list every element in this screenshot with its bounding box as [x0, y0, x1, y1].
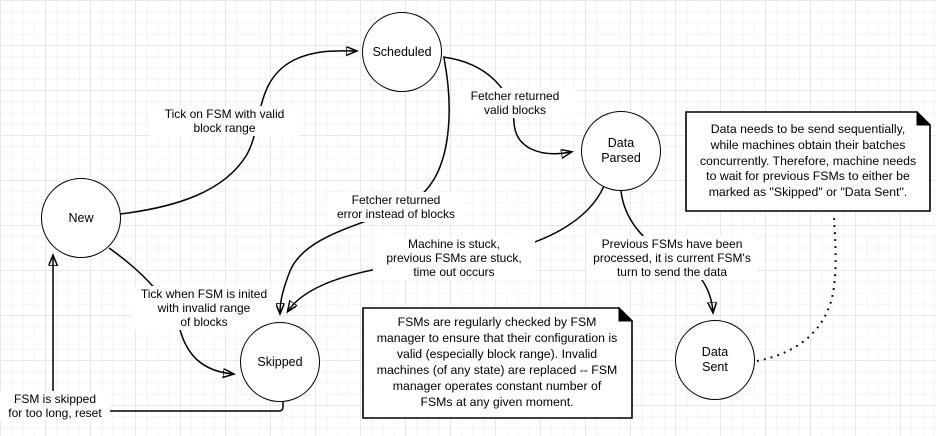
- edge-label-previous-fsms: Previous FSMs have been processed, it is…: [587, 236, 757, 281]
- state-label-data-parsed: Data Parsed: [601, 136, 641, 165]
- state-label-data-sent: Data Sent: [701, 345, 729, 374]
- state-node-skipped[interactable]: Skipped: [240, 322, 320, 402]
- state-node-data-parsed[interactable]: Data Parsed: [581, 111, 661, 191]
- state-label-scheduled: Scheduled: [372, 44, 432, 59]
- edge-label-tick-valid: Tick on FSM with valid block range: [150, 106, 299, 137]
- edge-note-to-data-sent-dotted[interactable]: [756, 215, 837, 362]
- note-sequential-send-fold-icon: [916, 110, 932, 126]
- note-fsm-manager-text: FSMs are regularly checked by FSM manage…: [376, 315, 618, 409]
- edge-label-fsm-skipped-reset: FSM is skipped for too long, reset: [0, 391, 110, 422]
- note-fsm-manager-fold-icon: [618, 306, 634, 322]
- state-node-new[interactable]: New: [41, 178, 121, 258]
- edge-label-machine-stuck: Machine is stuck, previous FSMs are stuc…: [373, 236, 535, 281]
- edge-scheduled-to-data-parsed[interactable]: [442, 56, 571, 154]
- edge-label-tick-invalid: Tick when FSM is inited with invalid ran…: [132, 286, 276, 331]
- edge-label-fetcher-error: Fetcher returned error instead of blocks: [327, 192, 465, 223]
- state-label-new: New: [68, 210, 94, 225]
- edge-new-to-skipped[interactable]: [108, 247, 233, 374]
- state-node-scheduled[interactable]: Scheduled: [362, 12, 442, 92]
- state-node-data-sent[interactable]: Data Sent: [675, 320, 755, 400]
- state-label-skipped: Skipped: [257, 354, 303, 369]
- edge-label-fetcher-valid: Fetcher returned valid blocks: [455, 88, 575, 119]
- note-sequential-send-text: Data needs to be send sequentially, whil…: [699, 121, 917, 200]
